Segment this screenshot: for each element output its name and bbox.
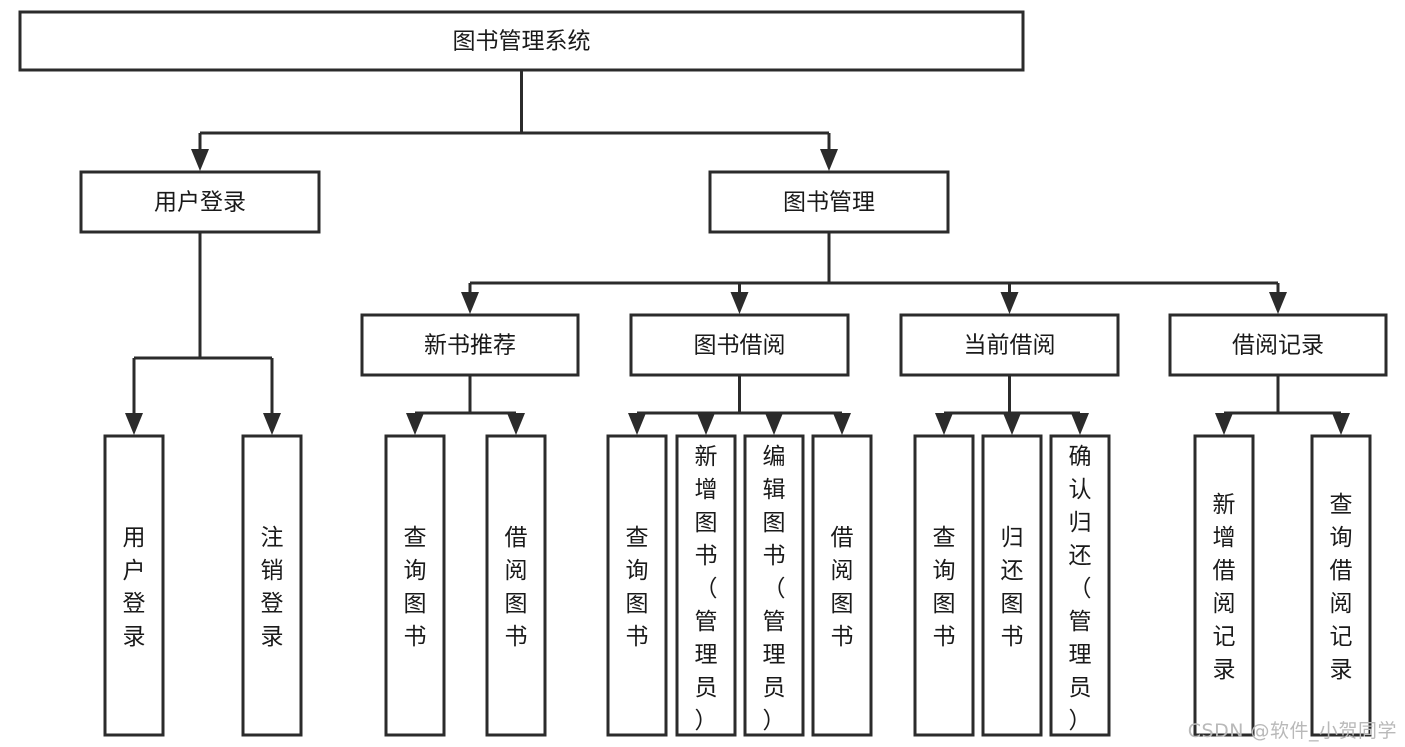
node-label-leaf-confirm-return-admin: 确认归还（管理员） xyxy=(1069,444,1092,734)
connector-layer xyxy=(125,70,1350,435)
node-new-book-recommend[interactable]: 新书推荐 xyxy=(360,313,580,377)
node-leaf-borrow-book-2[interactable]: 借阅图书 xyxy=(811,434,873,737)
node-label-leaf-add-borrow-record: 新增借阅记录 xyxy=(1213,492,1236,683)
node-box-borrow-record[interactable] xyxy=(1168,313,1388,377)
node-box-leaf-user-login[interactable] xyxy=(103,434,165,737)
connector-group-borrow-record xyxy=(1215,375,1350,435)
csdn-watermark: CSDN @软件_小贺同学 xyxy=(1187,720,1397,742)
node-leaf-user-login[interactable]: 用户登录 xyxy=(103,434,165,737)
node-leaf-query-book-3[interactable]: 查询图书 xyxy=(913,434,975,737)
node-box-book-manage[interactable] xyxy=(708,170,950,234)
node-label-leaf-logout: 注销登录 xyxy=(261,525,284,650)
node-leaf-return-book[interactable]: 归还图书 xyxy=(981,434,1043,737)
node-leaf-add-borrow-record[interactable]: 新增借阅记录 xyxy=(1193,434,1255,737)
node-label-current-borrow: 当前借阅 xyxy=(964,333,1056,359)
connector-group-book-borrow xyxy=(628,375,851,435)
node-layer: 图书管理系统用户登录图书管理新书推荐图书借阅当前借阅借阅记录用户登录注销登录查询… xyxy=(18,10,1388,737)
node-label-leaf-return-book: 归还图书 xyxy=(1001,525,1024,650)
node-label-new-book-recommend: 新书推荐 xyxy=(424,333,516,359)
node-user-login[interactable]: 用户登录 xyxy=(79,170,321,234)
node-box-leaf-edit-book-admin[interactable] xyxy=(743,434,805,737)
node-box-user-login[interactable] xyxy=(79,170,321,234)
node-label-leaf-query-borrow-record: 查询借阅记录 xyxy=(1330,492,1353,683)
node-box-leaf-return-book[interactable] xyxy=(981,434,1043,737)
node-box-leaf-confirm-return-admin[interactable] xyxy=(1049,434,1111,737)
node-box-leaf-query-borrow-record[interactable] xyxy=(1310,434,1372,737)
connector-group-root xyxy=(191,70,838,171)
node-label-leaf-borrow-book-1: 借阅图书 xyxy=(505,525,528,650)
node-box-leaf-query-book-2[interactable] xyxy=(606,434,668,737)
node-borrow-record[interactable]: 借阅记录 xyxy=(1168,313,1388,377)
node-box-leaf-logout[interactable] xyxy=(241,434,303,737)
node-label-book-borrow: 图书借阅 xyxy=(694,333,786,359)
node-box-new-book-recommend[interactable] xyxy=(360,313,580,377)
node-leaf-add-book-admin[interactable]: 新增图书（管理员） xyxy=(675,434,737,737)
node-box-leaf-borrow-book-2[interactable] xyxy=(811,434,873,737)
connector-group-book-manage xyxy=(461,232,1287,314)
node-book-borrow[interactable]: 图书借阅 xyxy=(629,313,850,377)
node-box-current-borrow[interactable] xyxy=(899,313,1120,377)
node-leaf-logout[interactable]: 注销登录 xyxy=(241,434,303,737)
node-box-leaf-query-book-1[interactable] xyxy=(384,434,446,737)
node-label-leaf-user-login: 用户登录 xyxy=(123,525,146,650)
node-leaf-borrow-book-1[interactable]: 借阅图书 xyxy=(485,434,547,737)
node-label-leaf-query-book-3: 查询图书 xyxy=(933,525,956,650)
node-label-leaf-query-book-1: 查询图书 xyxy=(404,525,427,650)
node-label-root: 图书管理系统 xyxy=(453,29,591,55)
node-box-leaf-add-borrow-record[interactable] xyxy=(1193,434,1255,737)
node-root[interactable]: 图书管理系统 xyxy=(18,10,1025,72)
node-box-leaf-query-book-3[interactable] xyxy=(913,434,975,737)
connector-group-user-login xyxy=(125,232,281,435)
node-box-book-borrow[interactable] xyxy=(629,313,850,377)
node-leaf-edit-book-admin[interactable]: 编辑图书（管理员） xyxy=(743,434,805,737)
node-leaf-query-book-2[interactable]: 查询图书 xyxy=(606,434,668,737)
node-label-leaf-add-book-admin: 新增图书（管理员） xyxy=(695,444,718,734)
node-label-book-manage: 图书管理 xyxy=(783,190,875,216)
node-book-manage[interactable]: 图书管理 xyxy=(708,170,950,234)
node-label-user-login: 用户登录 xyxy=(154,190,246,216)
node-label-leaf-query-book-2: 查询图书 xyxy=(626,525,649,650)
node-leaf-query-borrow-record[interactable]: 查询借阅记录 xyxy=(1310,434,1372,737)
node-box-leaf-add-book-admin[interactable] xyxy=(675,434,737,737)
node-box-root[interactable] xyxy=(18,10,1025,72)
node-label-leaf-edit-book-admin: 编辑图书（管理员） xyxy=(763,444,786,734)
node-current-borrow[interactable]: 当前借阅 xyxy=(899,313,1120,377)
node-box-leaf-borrow-book-1[interactable] xyxy=(485,434,547,737)
connector-group-new-book-recommend xyxy=(406,375,525,435)
node-label-leaf-borrow-book-2: 借阅图书 xyxy=(831,525,854,650)
connector-group-current-borrow xyxy=(935,375,1089,435)
node-leaf-confirm-return-admin[interactable]: 确认归还（管理员） xyxy=(1049,434,1111,737)
node-label-borrow-record: 借阅记录 xyxy=(1232,333,1324,359)
node-leaf-query-book-1[interactable]: 查询图书 xyxy=(384,434,446,737)
